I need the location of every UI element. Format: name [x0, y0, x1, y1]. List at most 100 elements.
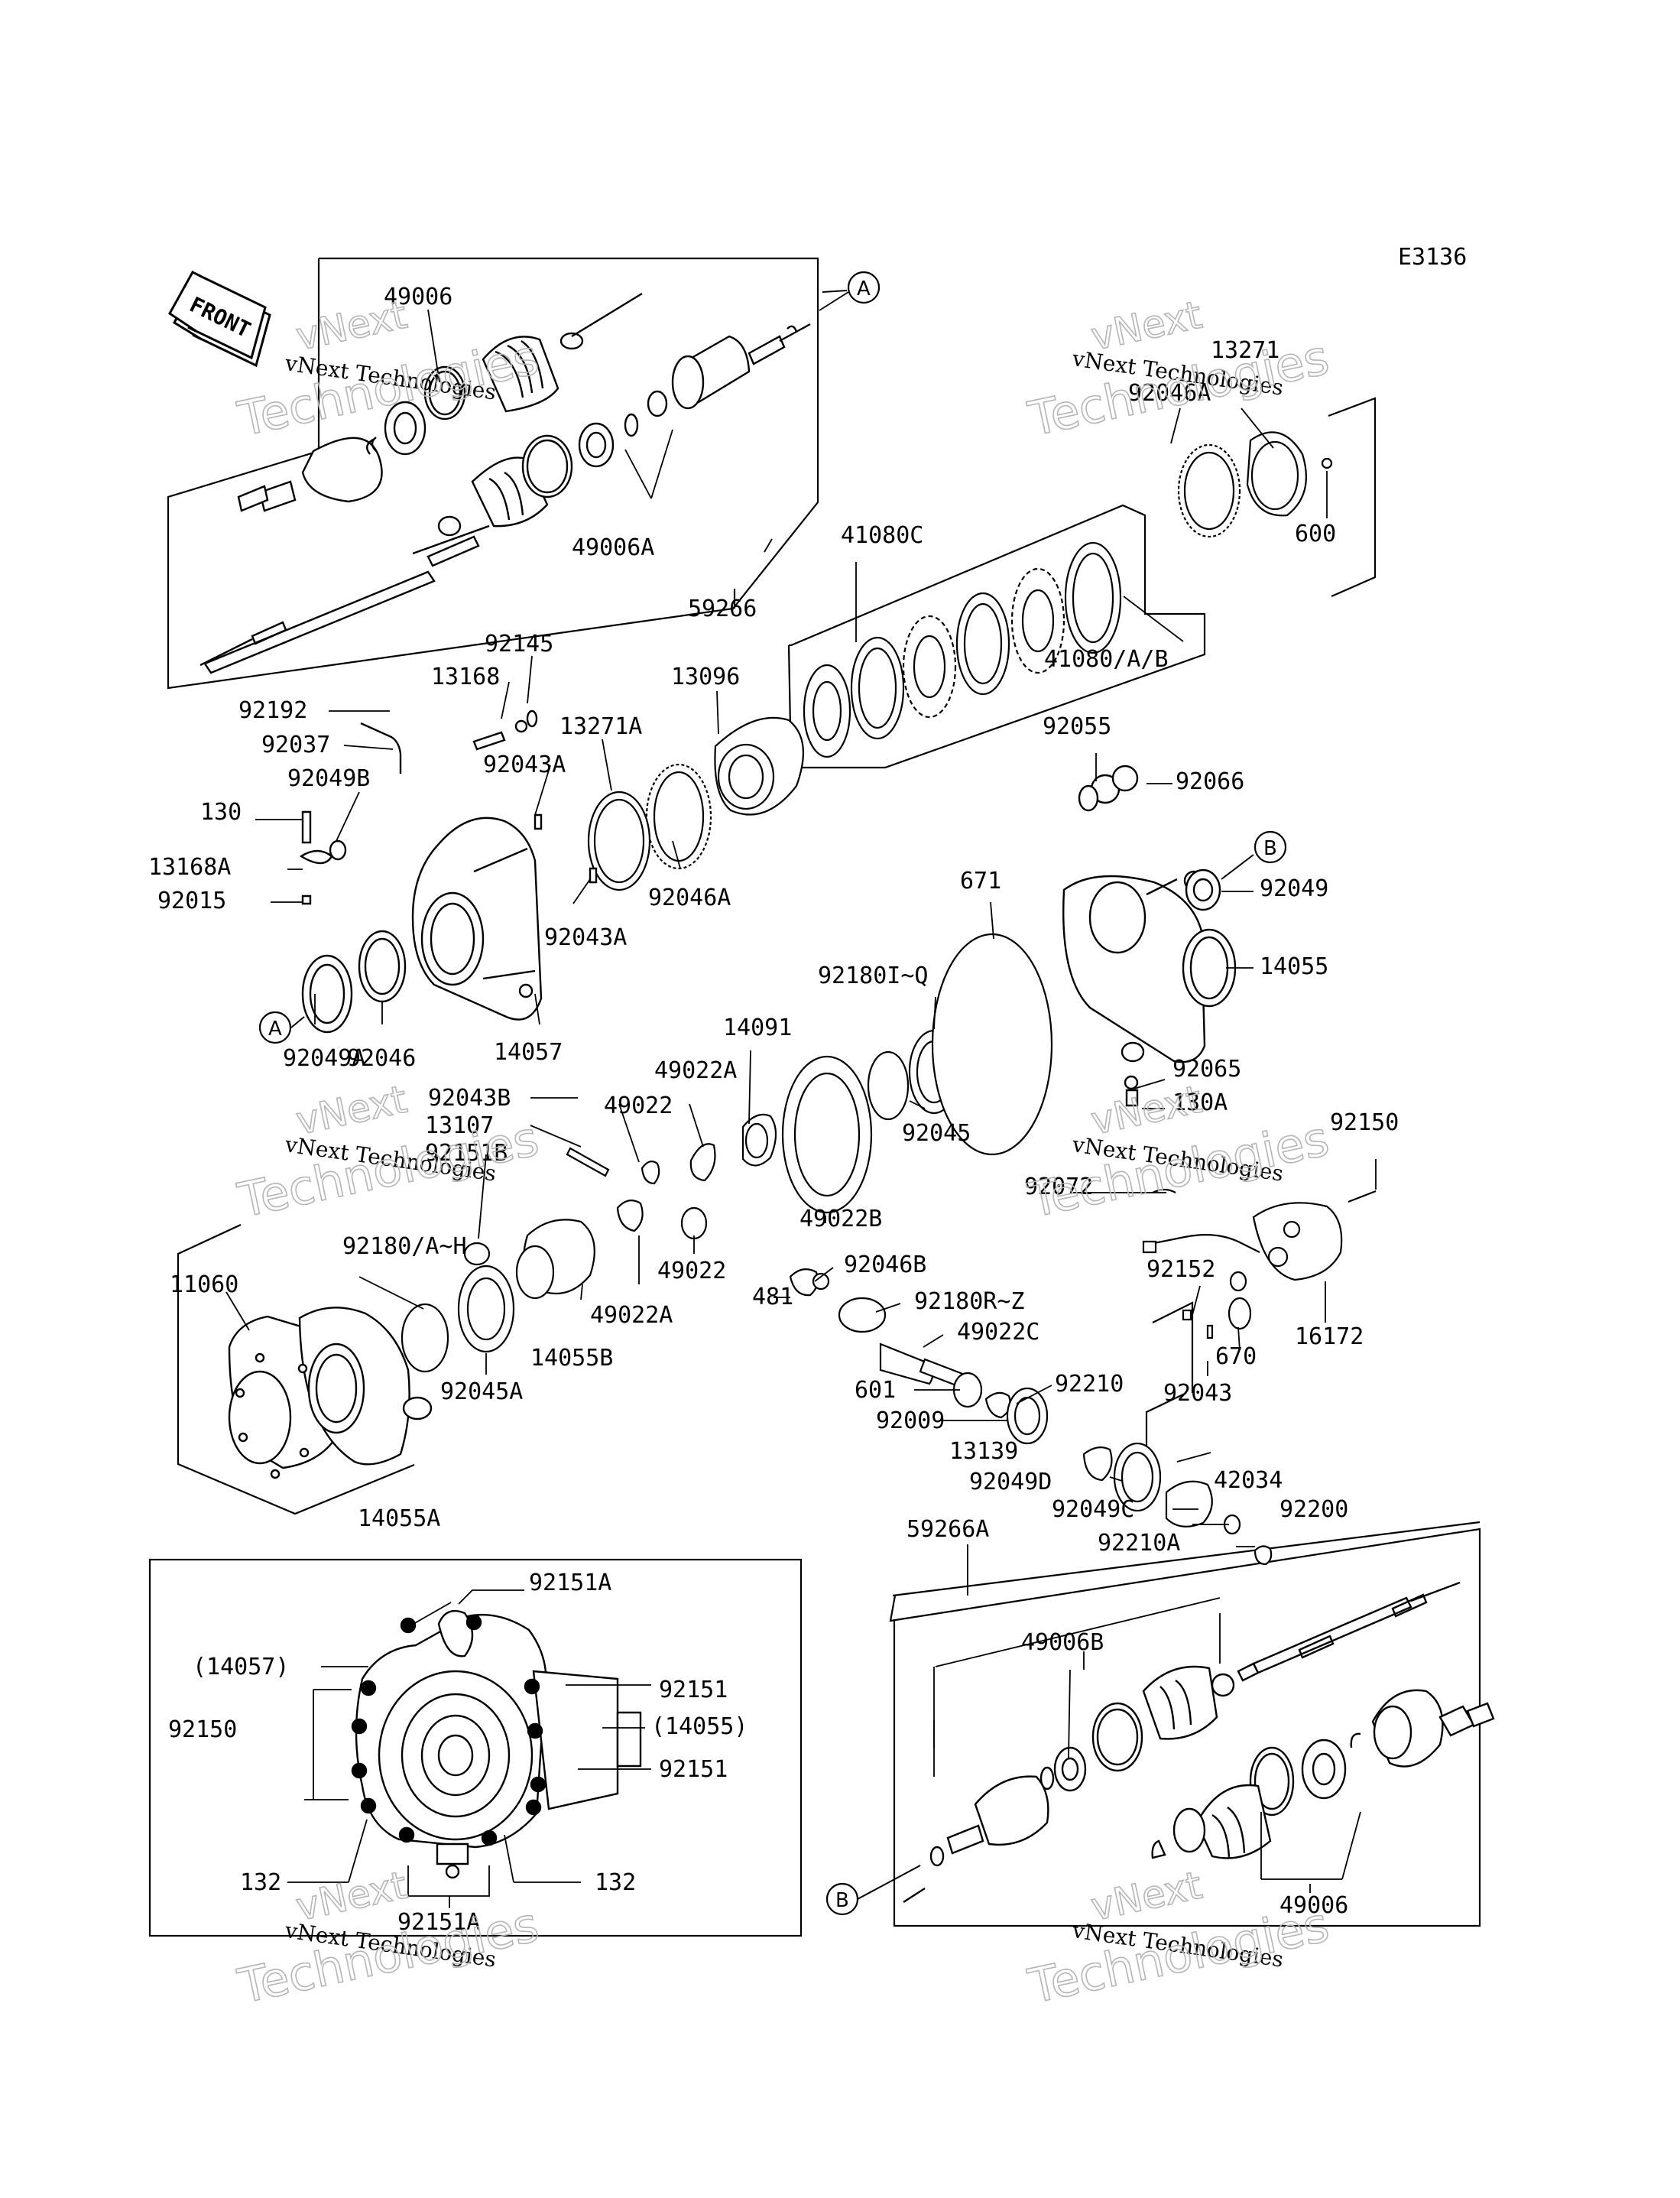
part-label: 92043A — [483, 752, 566, 778]
watermark-line: vNext — [292, 1077, 410, 1144]
part-label: 92046 — [347, 1045, 416, 1072]
ref-marker-label: A — [857, 278, 871, 300]
part-label: 14055B — [530, 1345, 613, 1372]
part-label: 132 — [595, 1869, 636, 1896]
drive-hub-parts — [587, 716, 805, 891]
ref-marker-a-top: A — [822, 271, 881, 304]
actuator-16172 — [1142, 1188, 1377, 1339]
watermark-line: Technologies — [233, 1896, 543, 2014]
rear-housing-14055 — [1062, 765, 1237, 1107]
part-label: 481 — [752, 1284, 793, 1310]
watermark-line: Technologies — [233, 1110, 543, 1228]
part-label: 14057 — [494, 1039, 563, 1066]
part-label: 13107 — [425, 1112, 494, 1139]
part-label: 16172 — [1295, 1323, 1364, 1350]
clutch-ring-parts — [1177, 431, 1333, 538]
bracket-lines — [148, 257, 1481, 1937]
part-labels: 49006 59266 49006A 13271 92046A 600 4108… — [148, 284, 1399, 1936]
part-label: 14091 — [723, 1015, 792, 1041]
part-label: 11060 — [170, 1271, 238, 1298]
part-label: 49022B — [799, 1206, 882, 1232]
part-label: 92065 — [1172, 1056, 1241, 1083]
part-label: 92037 — [261, 732, 330, 758]
part-label: 49006 — [1279, 1892, 1348, 1919]
part-label: 92049D — [969, 1469, 1052, 1495]
part-label: 92066 — [1176, 768, 1244, 795]
left-cover-14055A — [228, 1307, 433, 1479]
part-label: 92150 — [168, 1716, 237, 1743]
part-label: 92145 — [485, 631, 553, 657]
part-label: 49006 — [384, 284, 452, 310]
part-label: 92049A — [283, 1045, 365, 1072]
front-arrow: FRONT — [168, 271, 271, 368]
part-label: 13271 — [1211, 337, 1279, 364]
part-label: 59266 — [688, 596, 757, 622]
part-label: 92210 — [1055, 1371, 1124, 1398]
part-label: 49006B — [1021, 1629, 1104, 1656]
watermark-line: vNext — [1087, 1863, 1205, 1930]
part-label: 92150 — [1330, 1109, 1399, 1136]
leader-lines — [225, 288, 1377, 1908]
part-label: 13139 — [949, 1438, 1018, 1465]
clutch-plates — [786, 541, 1122, 762]
part-label: 49022A — [654, 1057, 737, 1084]
pinion-parts — [879, 1343, 1273, 1566]
part-label: 41080C — [841, 522, 923, 549]
part-label: (14057) — [193, 1654, 289, 1680]
part-label: 92046B — [844, 1252, 926, 1278]
rear-driveshaft-assembly — [903, 1581, 1495, 1904]
part-label: 92009 — [876, 1407, 945, 1434]
part-label: 92180/A~H — [342, 1233, 467, 1260]
part-label: 92192 — [238, 697, 307, 724]
part-label: 13271A — [559, 713, 642, 740]
part-label: 92043B — [428, 1085, 511, 1112]
part-label: 92015 — [157, 888, 226, 914]
part-label: 49022A — [590, 1302, 673, 1329]
front-housing-14057 — [299, 709, 598, 1034]
part-label: 13096 — [671, 664, 740, 690]
part-label: 49022C — [957, 1319, 1039, 1346]
ref-marker-label: B — [1263, 837, 1277, 860]
part-label: 92049 — [1260, 875, 1328, 902]
part-label: 132 — [240, 1869, 281, 1896]
watermark-bottom-right: vNext vNext Technologies Technologies — [1023, 1862, 1334, 2015]
watermark-line: Technologies — [1023, 329, 1334, 446]
part-label: 671 — [960, 868, 1001, 894]
part-label: 92046A — [1128, 380, 1211, 407]
part-label: (14055) — [651, 1713, 748, 1740]
part-label: 92043 — [1163, 1380, 1232, 1407]
part-label: 92151B — [425, 1140, 508, 1167]
part-label: 92049B — [287, 765, 370, 792]
watermark-line: Technologies — [1023, 1896, 1334, 2014]
part-label: 13168A — [148, 854, 231, 881]
part-label: 92180I~Q — [818, 963, 929, 989]
watermark-line: vNext — [292, 1863, 410, 1930]
part-label: 14055A — [358, 1505, 440, 1532]
part-label: 92043A — [544, 924, 627, 951]
differential-parts — [401, 933, 1053, 1373]
part-label: 92210A — [1098, 1530, 1180, 1557]
part-label: 14055 — [1260, 953, 1328, 980]
inset-housing-detail — [351, 1609, 642, 1879]
part-label: 92072 — [1024, 1174, 1093, 1200]
part-label: 42034 — [1214, 1467, 1283, 1494]
ref-marker-b-bottom: B — [825, 1865, 921, 1916]
part-label: 601 — [855, 1377, 896, 1404]
part-label: 92152 — [1146, 1256, 1215, 1283]
part-label: 92045A — [440, 1378, 523, 1405]
part-label: 59266A — [906, 1516, 989, 1543]
ref-marker-a-left: A — [258, 1011, 305, 1044]
ref-marker-b-right: B — [1221, 830, 1287, 880]
part-label: 92046A — [648, 885, 731, 911]
watermark-line: vNext — [1087, 1077, 1205, 1144]
ref-marker-label: A — [268, 1018, 282, 1041]
part-label: 41080/A/B — [1044, 646, 1169, 673]
watermark-line: vNext — [292, 293, 410, 359]
part-label: 92180R~Z — [914, 1288, 1025, 1315]
part-label: 49022 — [604, 1093, 673, 1119]
part-label: 13168 — [431, 664, 500, 690]
part-label: 92045 — [902, 1120, 971, 1147]
part-label: 49006A — [572, 534, 654, 561]
part-label: 92055 — [1043, 713, 1111, 740]
